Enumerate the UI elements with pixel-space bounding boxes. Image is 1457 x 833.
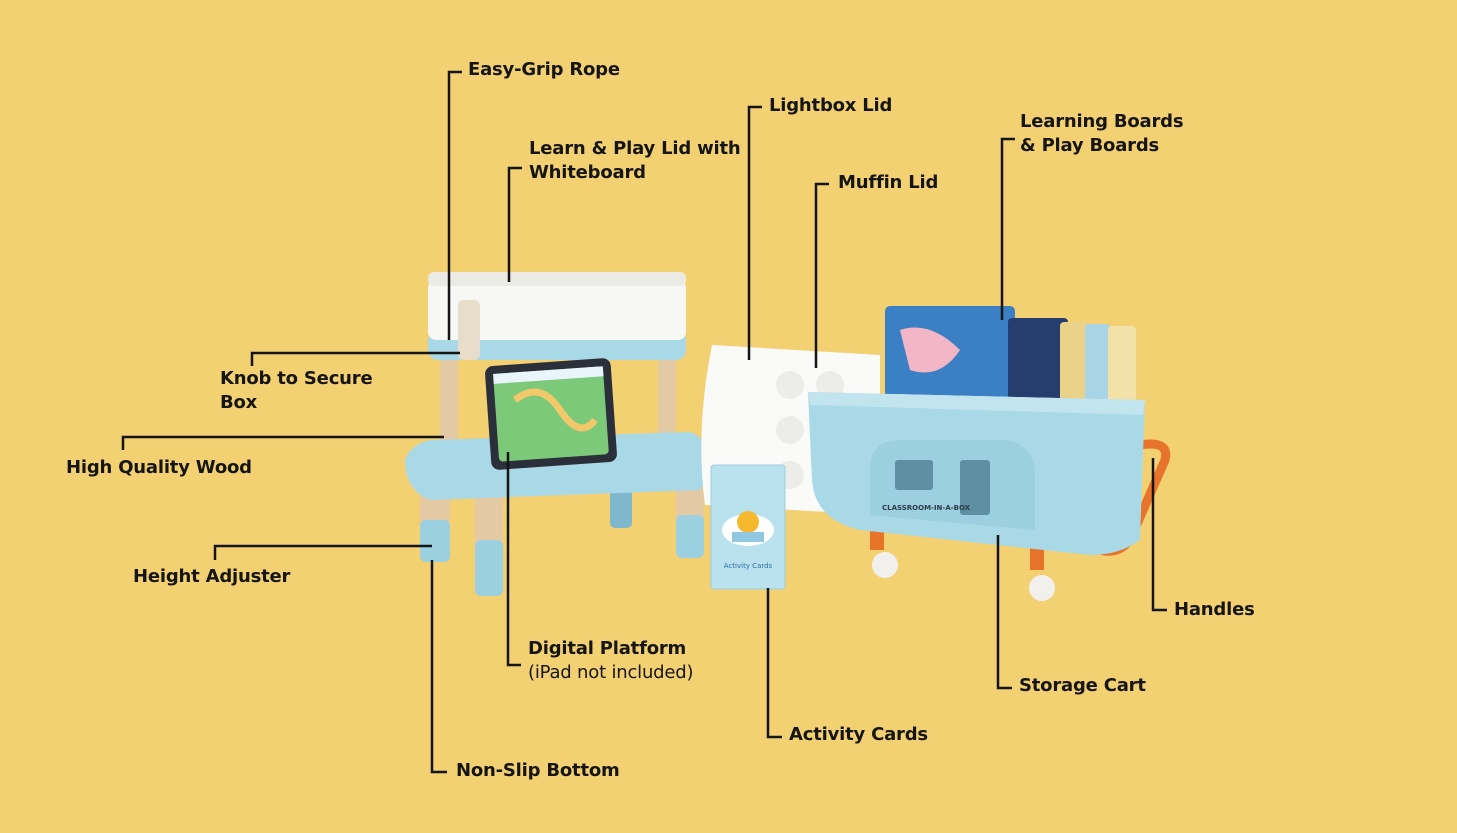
label-line: Digital Platform (528, 638, 687, 659)
label-lightbox-lid: Lightbox Lid (769, 95, 893, 116)
label-learn-play-lid: Learn & Play Lid with Whiteboard (529, 137, 741, 185)
label-line: Learn & Play Lid with (529, 138, 741, 159)
label-easy-grip-rope: Easy-Grip Rope (468, 59, 620, 80)
label-height-adjuster: Height Adjuster (133, 566, 291, 587)
activity-cards-box: Activity Cards (710, 464, 786, 590)
label-activity-cards: Activity Cards (789, 724, 928, 745)
label-high-quality-wood: High Quality Wood (66, 457, 252, 478)
label-handles: Handles (1174, 599, 1255, 620)
label-learning-boards: Learning Boards & Play Boards (1020, 110, 1184, 158)
cart-brand: CLASSROOM-IN-A-BOX (882, 504, 971, 512)
play-table (405, 272, 712, 596)
label-line: & Play Boards (1020, 135, 1160, 156)
label-note: (iPad not included) (528, 662, 694, 683)
label-digital-platform: Digital Platform (iPad not included) (528, 637, 694, 685)
label-storage-cart: Storage Cart (1019, 675, 1146, 696)
label-knob: Knob to Secure Box (220, 367, 373, 415)
card-title: Activity Cards (724, 562, 773, 570)
label-non-slip-bottom: Non-Slip Bottom (456, 760, 620, 781)
label-muffin-lid: Muffin Lid (838, 172, 939, 193)
leader-lines (121, 70, 1167, 774)
storage-cart: CLASSROOM-IN-A-BOX (808, 306, 1171, 601)
tablet (485, 358, 617, 470)
label-line: Knob to Secure (220, 368, 373, 389)
label-line: Learning Boards (1020, 111, 1184, 132)
label-line: Whiteboard (529, 162, 646, 183)
label-line: Box (220, 392, 258, 413)
